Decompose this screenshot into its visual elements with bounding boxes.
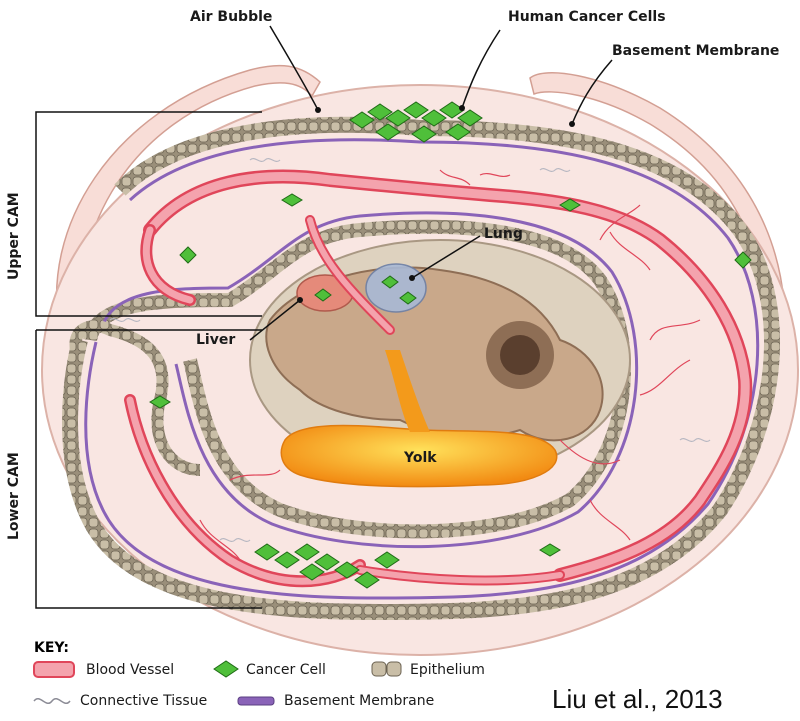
basement-membrane-icon bbox=[238, 697, 274, 705]
cancer-cell-icon bbox=[214, 661, 238, 677]
human-cancer-cells-label: Human Cancer Cells bbox=[508, 9, 666, 25]
upper-cam-label: Upper CAM bbox=[6, 192, 22, 280]
embryo-eye-inner bbox=[500, 335, 540, 375]
connective-tissue-icon bbox=[34, 699, 70, 704]
key-cancer-cell-label: Cancer Cell bbox=[246, 662, 326, 678]
lower-cam-label: Lower CAM bbox=[6, 452, 22, 540]
key-basement-membrane-label: Basement Membrane bbox=[284, 693, 434, 709]
liver-label: Liver bbox=[196, 332, 235, 348]
yolk-label: Yolk bbox=[404, 450, 437, 466]
key-connective-tissue-label: Connective Tissue bbox=[80, 693, 207, 709]
lung-label: Lung bbox=[484, 226, 523, 242]
basement-membrane-label: Basement Membrane bbox=[612, 43, 779, 59]
blood-vessel-icon bbox=[34, 662, 74, 677]
key-title: KEY: bbox=[34, 640, 69, 656]
lung bbox=[366, 264, 426, 312]
air-bubble-label: Air Bubble bbox=[190, 9, 272, 25]
citation: Liu et al., 2013 bbox=[552, 684, 723, 715]
key-epithelium-label: Epithelium bbox=[410, 662, 485, 678]
epithelium-icon bbox=[372, 662, 401, 676]
key-blood-vessel-label: Blood Vessel bbox=[86, 662, 174, 678]
